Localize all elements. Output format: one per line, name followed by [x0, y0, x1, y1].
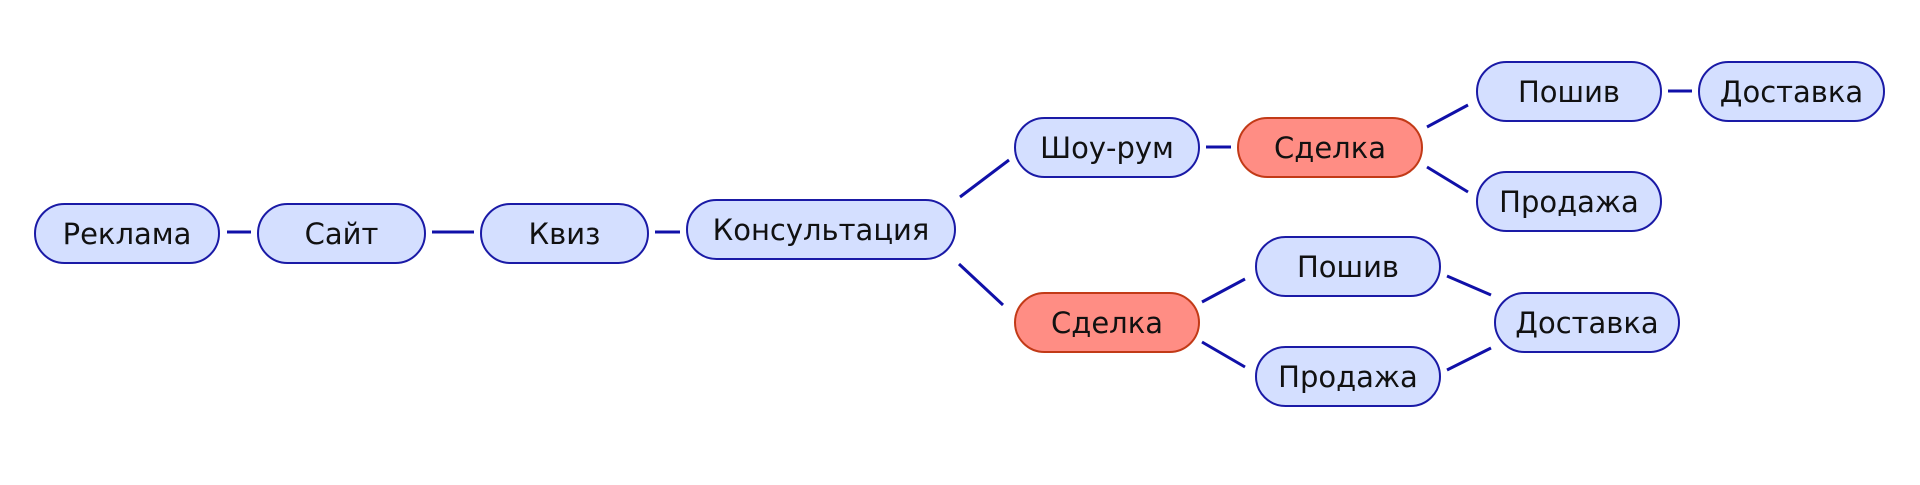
edge-deal1-sew1	[1426, 103, 1469, 129]
edge-deal2-sale2	[1201, 340, 1246, 369]
node-delivery-2: Доставка	[1494, 292, 1680, 353]
node-sale-1: Продажа	[1476, 171, 1662, 232]
node-showroom: Шоу-рум	[1014, 117, 1200, 178]
node-delivery-1: Доставка	[1698, 61, 1885, 122]
node-site: Сайт	[257, 203, 426, 264]
edge-sew2-delivery2	[1446, 274, 1492, 297]
edge-consult-deal2	[957, 262, 1005, 307]
node-quiz: Квиз	[480, 203, 649, 264]
edge-deal2-sew2	[1201, 277, 1246, 304]
node-deal-2: Сделка	[1014, 292, 1200, 353]
node-deal-1: Сделка	[1237, 117, 1423, 178]
edge-deal1-sale1	[1426, 165, 1469, 194]
node-sale-2: Продажа	[1255, 346, 1441, 407]
edge-consult-showroom	[959, 158, 1010, 199]
node-consultation: Консультация	[686, 199, 956, 260]
node-sewing-1: Пошив	[1476, 61, 1662, 122]
node-ad: Реклама	[34, 203, 220, 264]
node-sewing-2: Пошив	[1255, 236, 1441, 297]
edge-sale2-delivery2	[1446, 346, 1492, 372]
